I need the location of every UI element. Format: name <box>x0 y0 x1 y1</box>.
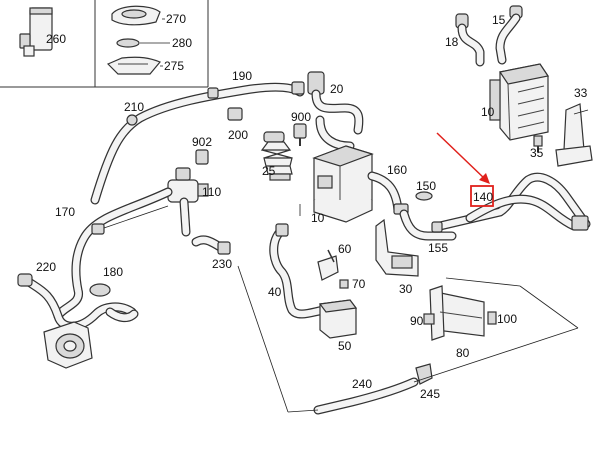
filter-element-25[interactable] <box>260 131 293 181</box>
callout-60[interactable]: 60 <box>338 242 352 256</box>
control-unit-bracket-80[interactable] <box>429 285 485 341</box>
callout-190[interactable]: 190 <box>232 69 252 83</box>
callout-280[interactable]: 280 <box>172 36 192 50</box>
switchover-valve-110[interactable] <box>167 167 209 237</box>
coolant-hose-230[interactable] <box>191 235 231 255</box>
bracket-30[interactable] <box>375 218 419 277</box>
coolant-hose-160[interactable] <box>367 171 409 215</box>
nut-90[interactable] <box>423 313 435 325</box>
highlight-140 <box>436 132 494 207</box>
screw-70[interactable] <box>339 279 349 289</box>
callout-20[interactable]: 20 <box>330 82 344 96</box>
coolant-hose-190[interactable] <box>90 81 305 205</box>
control-module-260[interactable] <box>19 7 53 57</box>
expansion-tank-50[interactable] <box>318 299 358 339</box>
temperature-sensor-900[interactable] <box>293 123 307 146</box>
callout-30[interactable]: 30 <box>399 282 413 296</box>
callout-labels: 260 270 280 275 190 20 18 15 10 33 35 21… <box>36 12 588 401</box>
inset-leaders <box>140 18 170 67</box>
callout-140[interactable]: 140 <box>473 190 493 204</box>
coolant-hose-18[interactable] <box>455 13 485 67</box>
valve-200[interactable] <box>227 107 243 121</box>
coolant-pipe-155[interactable] <box>399 209 457 241</box>
coolant-hose-15[interactable] <box>495 5 523 65</box>
callout-902[interactable]: 902 <box>192 135 212 149</box>
callout-200[interactable]: 200 <box>228 128 248 142</box>
callout-90[interactable]: 90 <box>410 314 424 328</box>
callout-110[interactable]: 110 <box>202 185 221 199</box>
callout-240[interactable]: 240 <box>352 377 372 391</box>
callout-25[interactable]: 25 <box>262 164 276 178</box>
coolant-pump[interactable] <box>43 321 93 369</box>
inset-frames <box>0 0 209 88</box>
callout-10-heat-exchanger[interactable]: 10 <box>481 105 495 119</box>
callout-260[interactable]: 260 <box>46 32 66 46</box>
grommet-245[interactable] <box>415 363 433 385</box>
sensor-902[interactable] <box>195 149 209 165</box>
bolt-100[interactable] <box>487 311 497 325</box>
mounting-bracket-33[interactable] <box>555 103 593 167</box>
callout-35[interactable]: 35 <box>530 146 544 160</box>
clamp-180[interactable] <box>89 283 139 323</box>
callout-245[interactable]: 245 <box>420 387 440 401</box>
seal-ring-280[interactable] <box>116 38 140 48</box>
cover-part-270[interactable] <box>111 5 161 26</box>
bolt-35[interactable] <box>533 135 543 152</box>
coolant-hose-170[interactable] <box>53 187 173 321</box>
callout-70[interactable]: 70 <box>352 277 366 291</box>
callout-210[interactable]: 210 <box>124 100 144 114</box>
callout-230[interactable]: 230 <box>212 257 232 271</box>
callout-15[interactable]: 15 <box>492 13 506 27</box>
callout-80[interactable]: 80 <box>456 346 470 360</box>
callout-150[interactable]: 150 <box>416 179 436 193</box>
callout-170[interactable]: 170 <box>55 205 75 219</box>
callout-220[interactable]: 220 <box>36 260 56 274</box>
callout-40[interactable]: 40 <box>268 285 282 299</box>
callout-10-heater-unit[interactable]: 10 <box>311 211 325 225</box>
callout-100[interactable]: 100 <box>497 312 517 326</box>
callout-180[interactable]: 180 <box>103 265 123 279</box>
callout-270[interactable]: 270 <box>166 12 186 26</box>
clip-210[interactable] <box>126 114 138 126</box>
heat-exchanger-10[interactable] <box>489 63 549 141</box>
callout-18[interactable]: 18 <box>445 35 459 49</box>
coolant-pipe-240[interactable] <box>313 377 419 415</box>
coolant-pipe-140[interactable] <box>431 172 591 233</box>
callout-155[interactable]: 155 <box>428 241 448 255</box>
bracket-60[interactable] <box>317 249 339 281</box>
seal-ring-150[interactable] <box>415 191 433 201</box>
heater-unit-10[interactable] <box>312 145 374 223</box>
reference-lines <box>103 109 589 413</box>
callout-50[interactable]: 50 <box>338 339 352 353</box>
callout-275[interactable]: 275 <box>164 59 184 73</box>
bracket-275[interactable] <box>106 56 161 75</box>
callout-900[interactable]: 900 <box>291 110 311 124</box>
callout-160[interactable]: 160 <box>387 163 407 177</box>
callout-33[interactable]: 33 <box>574 86 588 100</box>
coolant-hose-40[interactable] <box>269 223 329 319</box>
